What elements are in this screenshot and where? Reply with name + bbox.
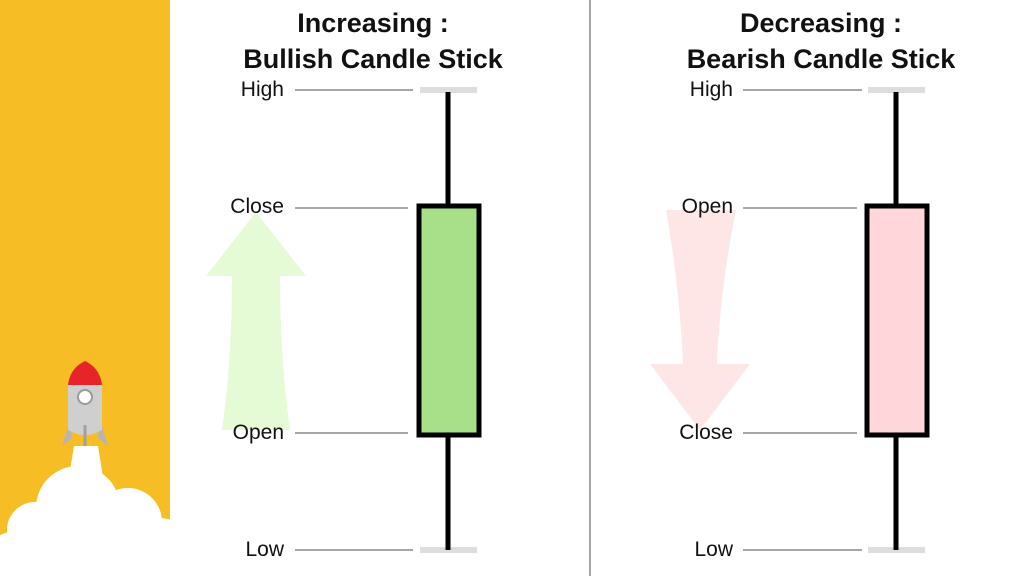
- bearish-candle-body: [864, 203, 930, 438]
- bearish-title-line2: Bearish Candle Stick: [686, 44, 956, 74]
- cloud-icon: [0, 446, 190, 576]
- bearish-open-label: Open: [681, 195, 733, 218]
- bearish-guide-lines: [743, 89, 862, 551]
- bullish-high-label: High: [240, 78, 284, 101]
- bearish-low-label: Low: [694, 538, 733, 561]
- rocket-icon: [62, 361, 108, 446]
- bullish-title: Increasing : Bullish Candle Stick: [193, 5, 553, 77]
- bearish-close-label: Close: [679, 421, 733, 444]
- bearish-high-label: High: [689, 78, 733, 101]
- bearish-title: Decreasing : Bearish Candle Stick: [641, 5, 1001, 77]
- bullish-open-label: Open: [232, 421, 284, 444]
- bearish-title-line1: Decreasing :: [739, 8, 903, 38]
- bullish-guide-lines: [295, 89, 413, 551]
- bullish-low-label: Low: [245, 538, 284, 561]
- bullish-candle-body: [416, 203, 482, 438]
- arrow-up-icon: [206, 212, 306, 430]
- bullish-title-line1: Increasing :: [297, 8, 449, 38]
- bullish-close-label: Close: [230, 195, 284, 218]
- arrow-down-icon: [650, 210, 750, 430]
- bullish-title-line2: Bullish Candle Stick: [243, 44, 503, 74]
